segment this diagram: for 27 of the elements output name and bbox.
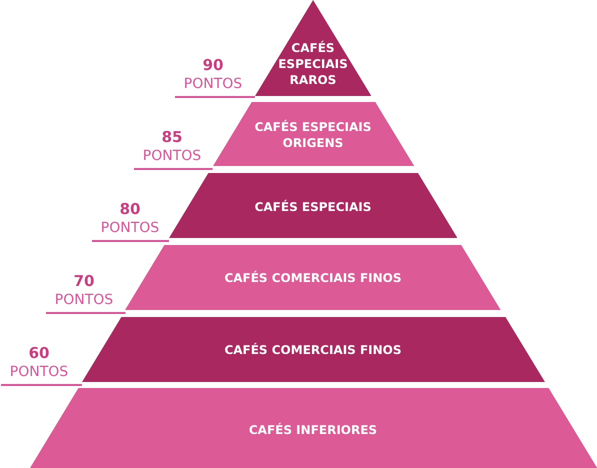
score-unit: PONTOS bbox=[10, 363, 68, 382]
score-unit: PONTOS bbox=[54, 291, 114, 310]
tier-label: CAFÉS INFERIORES bbox=[248, 422, 378, 438]
score-unit: PONTOS bbox=[184, 75, 242, 94]
tier-label: CAFÉS COMERCIAIS FINOS bbox=[223, 342, 403, 358]
pyramid-tier bbox=[212, 102, 414, 166]
score-value: 90 bbox=[202, 56, 224, 75]
score-value: 85 bbox=[162, 128, 182, 147]
pyramid-tier bbox=[82, 317, 545, 382]
leader-line bbox=[92, 240, 169, 242]
score-value: 80 bbox=[120, 200, 140, 219]
score-value: 60 bbox=[28, 344, 50, 363]
pyramid-tier bbox=[30, 388, 597, 468]
tier-label: CAFÉS ESPECIAIS bbox=[254, 199, 372, 215]
tier-label: CAFÉS COMERCIAIS FINOS bbox=[223, 270, 403, 286]
leader-line bbox=[1, 384, 82, 386]
leader-line bbox=[46, 312, 126, 314]
pyramid-tier bbox=[125, 245, 502, 310]
leader-line bbox=[175, 96, 255, 98]
score-unit: PONTOS bbox=[142, 147, 202, 166]
score-value: 70 bbox=[74, 272, 94, 291]
pyramid-tier bbox=[254, 0, 372, 96]
tier-label: CAFÉS ESPECIAIS ORIGENS bbox=[254, 119, 372, 151]
leader-line bbox=[134, 168, 213, 170]
score-unit: PONTOS bbox=[100, 219, 160, 238]
pyramid-tier bbox=[169, 173, 458, 238]
tier-label: CAFÉS ESPECIAIS RAROS bbox=[277, 40, 349, 88]
